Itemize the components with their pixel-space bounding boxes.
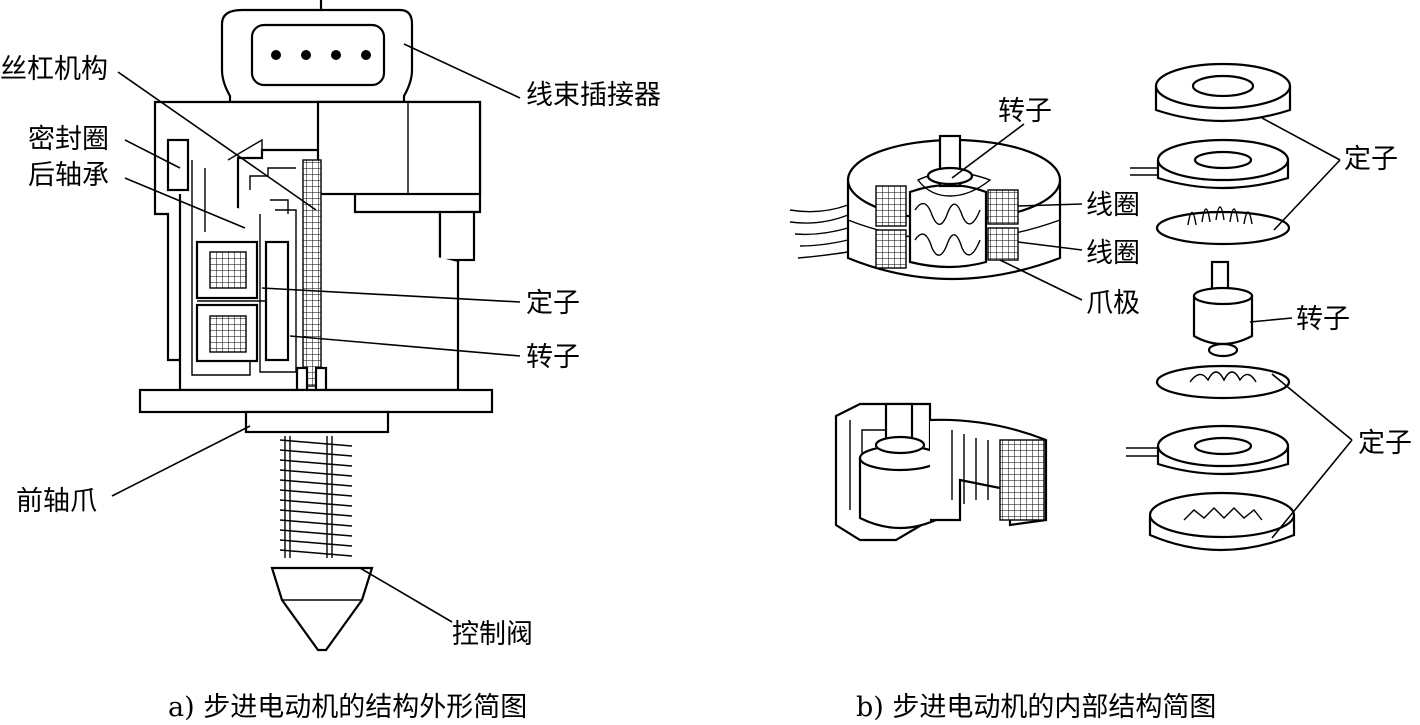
caption-panel-b: b) 步进电动机的内部结构简图 — [856, 692, 1216, 723]
motor-external-drawing — [138, 0, 494, 652]
label-stator-top: 定子 — [1344, 144, 1398, 175]
label-seal-ring: 密封圈 — [28, 124, 109, 155]
label-stator-a: 定子 — [526, 288, 580, 319]
label-claw-pole: 爪极 — [1086, 288, 1140, 319]
label-rotor-top: 转子 — [998, 96, 1052, 127]
panel-a-leaders — [111, 43, 521, 623]
label-rotor-a: 转子 — [526, 342, 580, 373]
caption-panel-a: a) 步进电动机的结构外形简图 — [168, 692, 527, 723]
cutaway-assembly — [789, 134, 1062, 281]
exploded-view — [1126, 62, 1296, 552]
label-rotor-right: 转子 — [1296, 304, 1350, 335]
motor-housing — [153, 100, 482, 392]
partial-cutaway — [834, 402, 1048, 542]
panel-b-leaders — [951, 117, 1353, 539]
base-flange — [138, 388, 494, 434]
label-coil-lower: 线圈 — [1086, 238, 1140, 269]
label-lead-screw: 丝杠机构 — [0, 54, 108, 85]
control-valve-shape — [270, 566, 374, 652]
label-control-valve: 控制阀 — [452, 619, 533, 650]
label-coil-upper: 线圈 — [1086, 190, 1140, 221]
harness-connector-shape — [220, 0, 414, 104]
label-rear-bearing: 后轴承 — [28, 160, 109, 191]
label-stator-bottom: 定子 — [1358, 428, 1412, 459]
label-harness-connector: 线束插接器 — [526, 80, 661, 111]
label-front-bearing: 前轴爪 — [16, 486, 97, 517]
threaded-shaft — [279, 436, 353, 558]
